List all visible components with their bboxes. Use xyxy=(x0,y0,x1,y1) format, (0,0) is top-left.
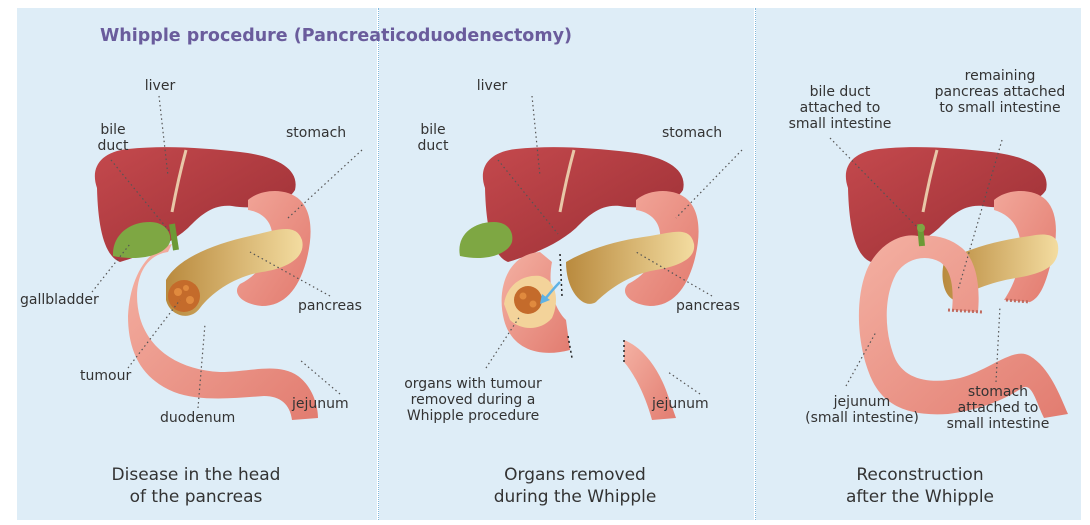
panel2-organs xyxy=(459,96,742,420)
page-title: Whipple procedure (Pancreaticoduodenecto… xyxy=(100,26,572,46)
caption-reconstruction: Reconstruction after the Whipple xyxy=(820,464,1020,508)
label-bile-duct: bile duct xyxy=(408,122,458,154)
label-remaining-pancreas: remaining pancreas attached to small int… xyxy=(920,68,1080,116)
tumour-shape xyxy=(168,280,200,312)
label-bile-duct-attached: bile duct attached to small intestine xyxy=(770,84,910,132)
label-liver: liver xyxy=(462,78,522,94)
tumour-shape xyxy=(514,286,542,314)
label-stomach-attached: stomach attached to small intestine xyxy=(928,384,1068,432)
label-tumour: tumour xyxy=(80,368,131,384)
label-pancreas: pancreas xyxy=(298,298,362,314)
label-stomach: stomach xyxy=(662,125,722,141)
panel3-organs xyxy=(830,138,1068,418)
label-duodenum: duodenum xyxy=(160,410,235,426)
label-jejunum-small-intestine: jejunum (small intestine) xyxy=(792,394,932,426)
caption-disease: Disease in the head of the pancreas xyxy=(66,464,326,508)
label-gallbladder: gallbladder xyxy=(20,292,99,308)
caption-removed: Organs removed during the Whipple xyxy=(460,464,690,508)
label-organs-removed: organs with tumour removed during a Whip… xyxy=(398,376,548,424)
label-bile-duct: bile duct xyxy=(88,122,138,154)
label-jejunum: jejunum xyxy=(292,396,349,412)
label-jejunum: jejunum xyxy=(652,396,709,412)
label-stomach: stomach xyxy=(286,125,346,141)
label-liver: liver xyxy=(130,78,190,94)
label-pancreas: pancreas xyxy=(676,298,740,314)
